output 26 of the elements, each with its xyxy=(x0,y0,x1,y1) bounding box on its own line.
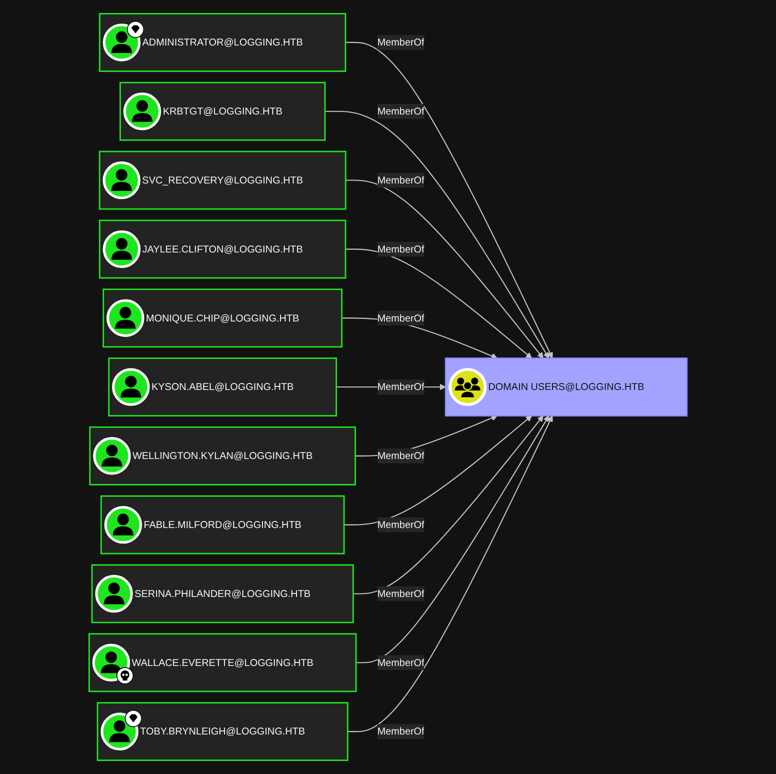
arrow xyxy=(346,180,544,359)
arrow xyxy=(346,42,553,359)
node-box: FABLE.MILFORD@LOGGING.HTB xyxy=(100,495,345,554)
edge-label: MemberOf xyxy=(377,174,424,186)
edge-label: MemberOf xyxy=(377,726,424,737)
node-box: WALLACE.EVERETTE@LOGGING.HTB xyxy=(88,633,357,692)
node-box: KYSON.ABEL@LOGGING.HTB xyxy=(108,358,337,416)
node-box: TOBY.BRYNLEIGH@LOGGING.HTB xyxy=(96,702,348,762)
edge-label: MemberOf xyxy=(377,105,424,117)
edge-label: MemberOf xyxy=(377,656,424,668)
edge-label: MemberOf xyxy=(377,450,424,462)
node-box: JAYLEE.CLIFTON@LOGGING.HTB xyxy=(98,220,346,279)
edge-label: MemberOf xyxy=(377,36,424,48)
node-box: KRBTGT@LOGGING.HTB xyxy=(120,82,326,141)
node-box: MONIQUE.CHIP@LOGGING.HTB xyxy=(102,288,343,348)
edge-label: MemberOf xyxy=(377,380,424,392)
edge-label: MemberOf xyxy=(377,312,424,324)
edge-label: MemberOf xyxy=(377,243,424,255)
arrow xyxy=(346,248,532,359)
node-box: DOMAIN USERS@LOGGING.HTB xyxy=(444,358,688,416)
node-box: SERINA.PHILANDER@LOGGING.HTB xyxy=(91,564,354,624)
node-box: SVC_RECOVERY@LOGGING.HTB xyxy=(98,150,346,210)
edge-label: MemberOf xyxy=(377,518,424,530)
node-box: WELLINGTON.KYLAN@LOGGING.HTB xyxy=(89,426,356,486)
edge-label: MemberOf xyxy=(377,588,424,600)
node-box: ADMINISTRATOR@LOGGING.HTB xyxy=(98,12,346,72)
